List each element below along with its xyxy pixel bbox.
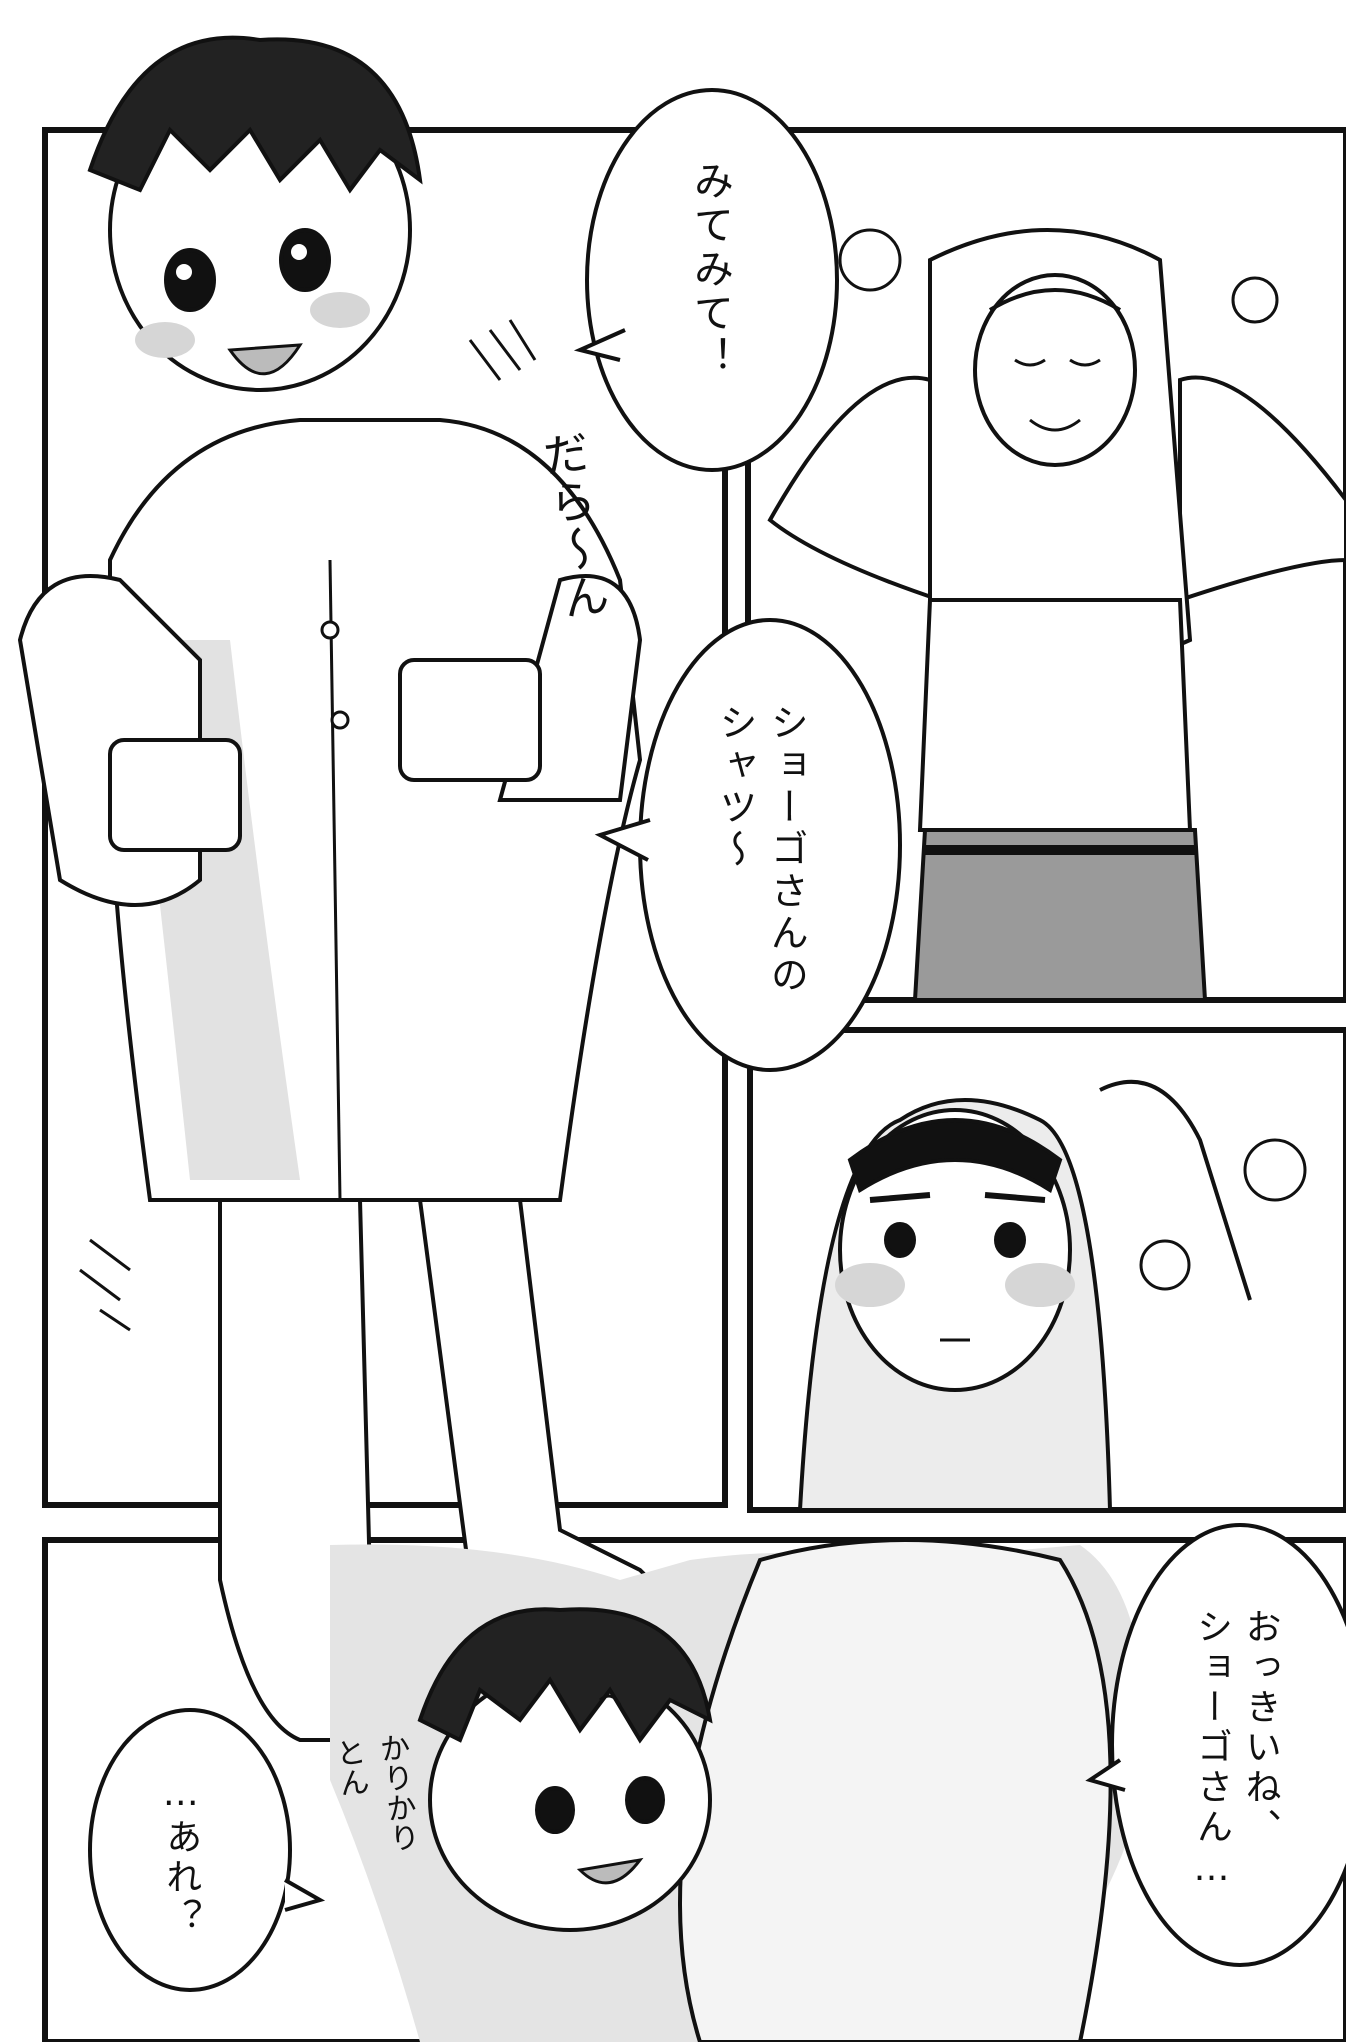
speech-bubble-3-text: おっきいね、 ショーゴさん… — [1191, 1607, 1281, 1893]
bottom-panel-hug-scene — [330, 1538, 1144, 2042]
boy-in-oversized-shirt — [17, 35, 685, 1742]
speech-bubble-4: …あれ？ — [95, 1735, 265, 1975]
speech-bubble-1: みてみて！ — [610, 110, 810, 430]
speech-bubble-2: ショーゴさんの シャツ～ — [650, 650, 870, 1050]
man-with-towel-figure — [767, 228, 1346, 1002]
bubble-outline-3 — [1110, 1523, 1346, 1967]
speech-bubble-2-text: ショーゴさんの シャツ～ — [713, 703, 809, 997]
panel-bottom — [42, 1537, 1346, 2042]
speech-bubble-1-text: みてみて！ — [687, 160, 733, 380]
man-face-closeup — [797, 1079, 1307, 1512]
speech-bubble-outlines — [88, 88, 1346, 1992]
speech-bubble-4-text: …あれ？ — [160, 1772, 202, 1938]
speech-bubble-3: おっきいね、 ショーゴさん… — [1130, 1555, 1340, 1945]
bubble-outline-1 — [585, 88, 839, 472]
sound-effect-scratch: かりかり とん — [328, 1731, 421, 1855]
bubble-outline-4 — [88, 1708, 292, 1992]
